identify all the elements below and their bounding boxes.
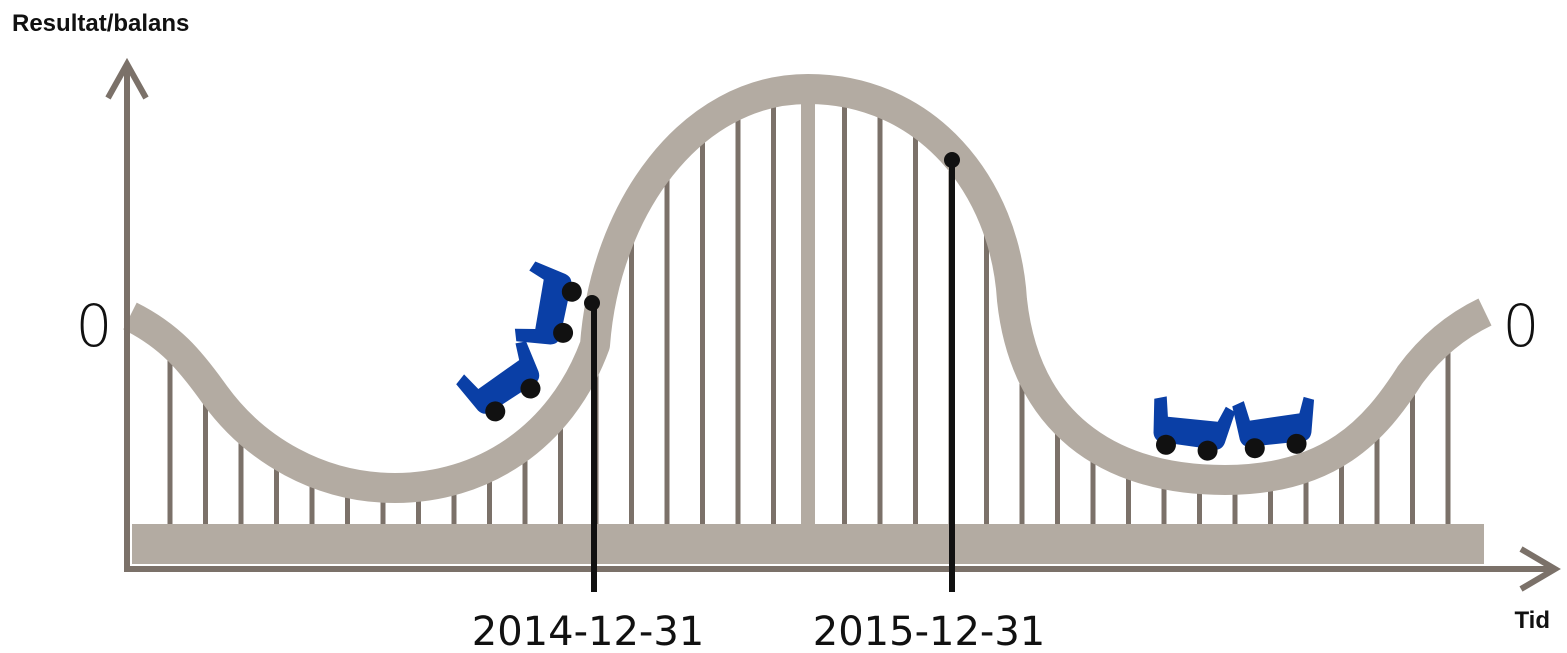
track-base	[132, 524, 1484, 564]
roller-coaster-cart-icon	[512, 260, 587, 353]
roller-coaster-cart-icon	[1231, 393, 1320, 461]
y-axis	[105, 57, 149, 572]
marker-2015	[944, 152, 960, 592]
x-axis-arrow-icon	[1519, 546, 1561, 592]
y-axis-label: Resultat/balans	[12, 10, 189, 37]
date-label-2015: 2015-12-31	[813, 609, 1045, 653]
date-label-2014: 2014-12-31	[472, 609, 704, 653]
zero-right-label: 0	[1503, 292, 1540, 360]
marker-2014	[584, 295, 600, 592]
zero-left-label: 0	[76, 292, 113, 360]
y-axis-arrow-icon	[105, 57, 149, 100]
x-axis	[124, 546, 1561, 592]
roller-coaster-cart-icon	[1146, 394, 1237, 464]
roller-coaster-track	[123, 74, 1492, 503]
center-post	[801, 100, 815, 526]
x-axis-label: Tid	[1514, 607, 1550, 634]
